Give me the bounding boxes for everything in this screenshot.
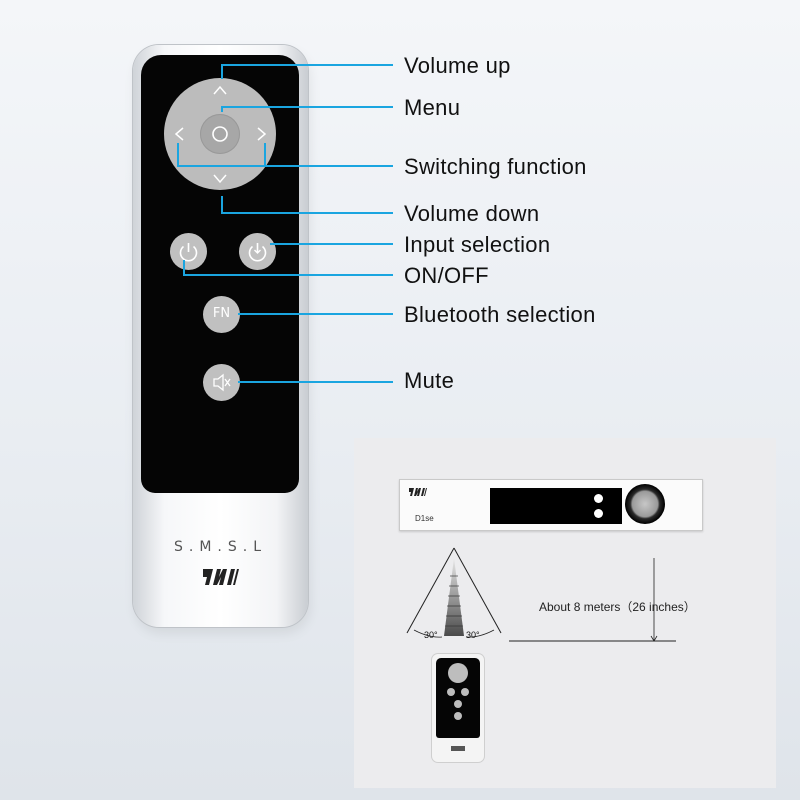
brand-text: S.M.S.L bbox=[173, 539, 267, 555]
display-dot bbox=[594, 494, 603, 503]
power-icon bbox=[179, 243, 198, 262]
menu-label: Menu bbox=[404, 95, 461, 120]
menu-button[interactable] bbox=[200, 114, 240, 154]
mini-button bbox=[454, 700, 462, 708]
device-model-label: D1se bbox=[415, 514, 434, 523]
mute-button[interactable] bbox=[203, 364, 240, 401]
range-diagram-panel: D1se bbox=[354, 438, 776, 788]
volume-down-label: Volume down bbox=[404, 201, 540, 226]
dac-device: D1se bbox=[399, 479, 703, 531]
mute-label: Mute bbox=[404, 368, 455, 393]
circle-icon bbox=[212, 126, 228, 142]
left-arrow-icon bbox=[174, 127, 184, 144]
on-off-label: ON/OFF bbox=[404, 263, 489, 288]
distance-label: About 8 meters（26 inches） bbox=[539, 600, 696, 614]
switching-function-label: Switching function bbox=[404, 154, 587, 179]
mini-pad bbox=[448, 663, 468, 683]
bluetooth-selection-label: Bluetooth selection bbox=[404, 302, 596, 327]
brand-logo bbox=[203, 569, 239, 585]
mini-remote bbox=[432, 654, 484, 762]
mini-button bbox=[461, 688, 469, 696]
angle-right-label: 30° bbox=[466, 630, 480, 640]
fn-label: FN bbox=[212, 306, 231, 321]
display-dot bbox=[594, 509, 603, 518]
mini-remote-face bbox=[436, 658, 480, 738]
volume-knob bbox=[625, 484, 665, 524]
angle-left-label: 30° bbox=[424, 630, 438, 640]
mute-icon bbox=[213, 373, 231, 392]
volume-up-label: Volume up bbox=[404, 53, 511, 78]
input-selection-label: Input selection bbox=[404, 232, 551, 257]
up-arrow-icon bbox=[213, 84, 227, 98]
fn-button[interactable]: FN bbox=[203, 296, 240, 333]
device-display bbox=[490, 488, 622, 524]
navigation-pad[interactable] bbox=[164, 78, 276, 190]
mini-button bbox=[454, 712, 462, 720]
input-icon bbox=[248, 243, 267, 262]
on-off-button[interactable] bbox=[170, 233, 207, 270]
mini-remote-logo bbox=[451, 746, 465, 751]
right-arrow-icon bbox=[257, 127, 267, 144]
range-cone bbox=[406, 547, 676, 642]
input-selection-button[interactable] bbox=[239, 233, 276, 270]
down-arrow-icon bbox=[213, 173, 227, 187]
device-logo bbox=[409, 488, 427, 496]
mini-button bbox=[447, 688, 455, 696]
